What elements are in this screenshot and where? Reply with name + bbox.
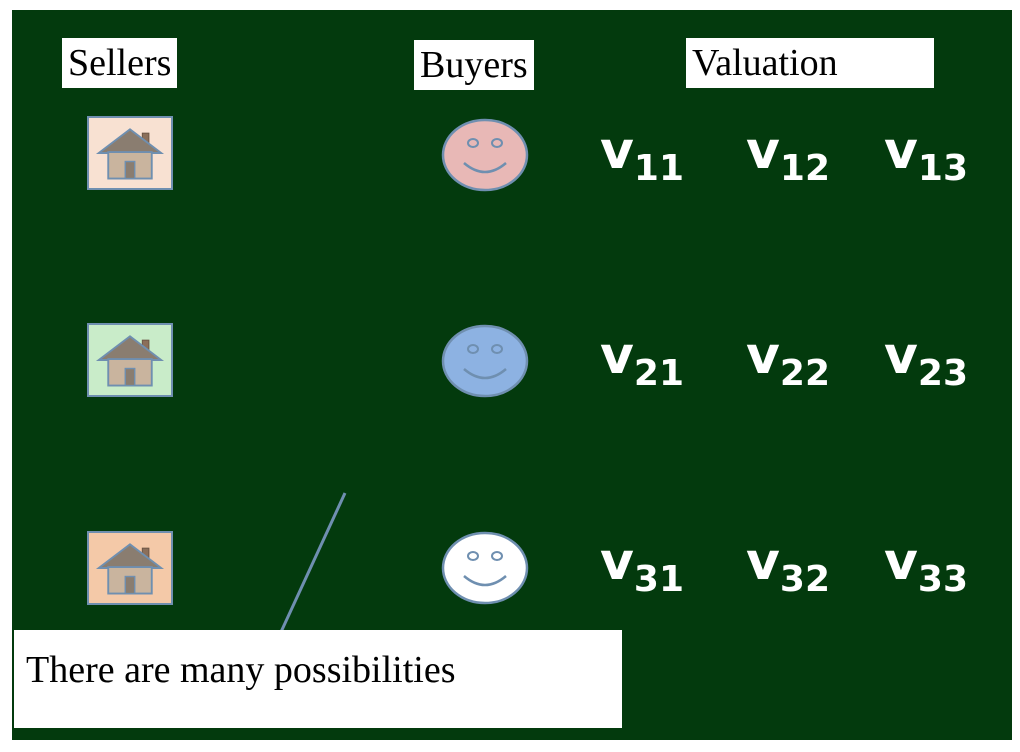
smiley-face-icon [441,324,529,398]
header-buyers: Buyers [414,40,534,90]
buyer-smiley-face-icon-1 [440,117,530,193]
seller-house-icon-3 [87,531,173,605]
valuation-v13: v13 [884,121,969,189]
smiley-face-icon [441,531,529,605]
buyer-smiley-face-icon-3 [440,530,530,606]
header-sellers: Sellers [62,38,178,88]
house-icon [95,335,165,387]
buyer-smiley-face-icon-2 [440,323,530,399]
valuation-v33: v33 [884,532,969,600]
valuation-v32: v32 [746,532,831,600]
note-callout: There are many possibilities [14,630,622,728]
valuation-v22: v22 [746,326,831,394]
valuation-v11: v11 [600,121,685,189]
seller-house-icon-1 [87,116,173,190]
seller-house-icon-2 [87,323,173,397]
smiley-face-icon [441,118,529,192]
house-icon [95,128,165,180]
valuation-v21: v21 [600,326,685,394]
valuation-v23: v23 [884,326,969,394]
valuation-v12: v12 [746,121,831,189]
header-valuation: Valuation [686,38,934,88]
valuation-v31: v31 [600,532,685,600]
house-icon [95,543,165,595]
